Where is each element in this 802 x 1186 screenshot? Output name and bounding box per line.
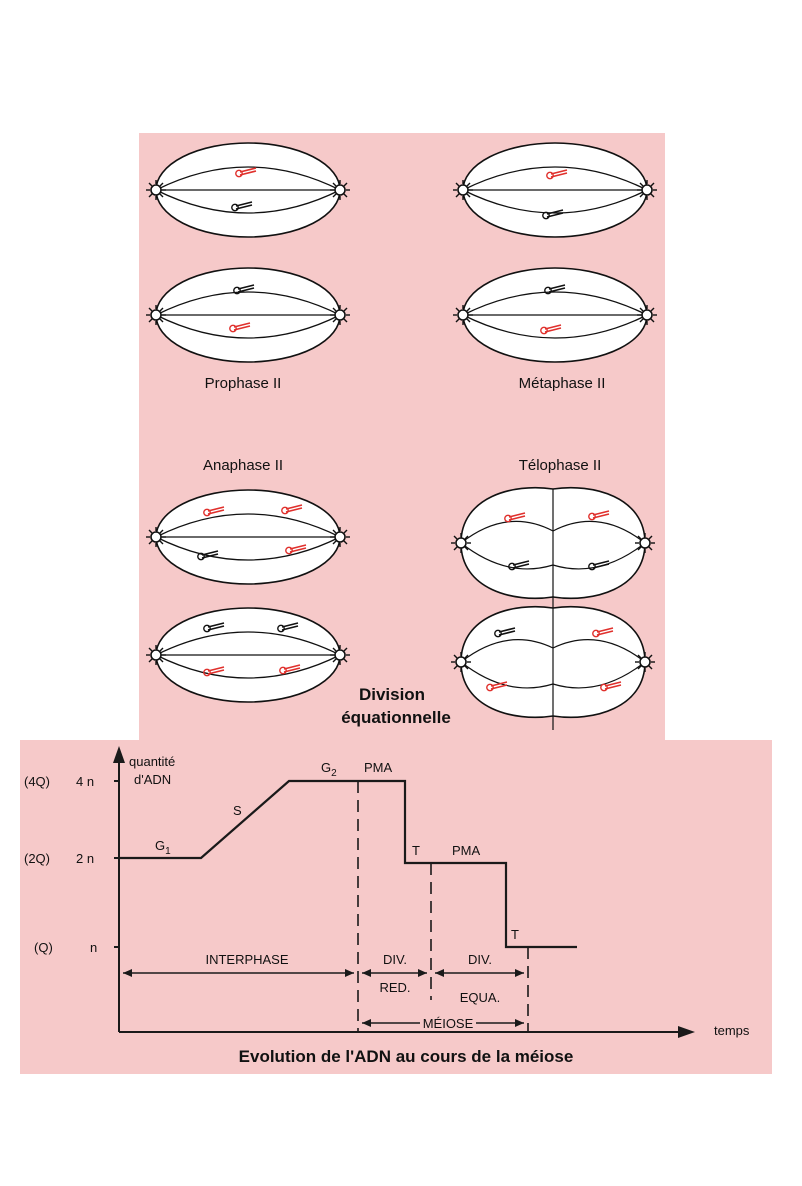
tick-2n: 2 n (76, 851, 94, 866)
phase-g2: G2 (321, 760, 337, 779)
division-title-bg (345, 682, 445, 732)
dna-graph-panel (20, 740, 772, 1074)
phase-g1: G1 (155, 838, 171, 857)
div-equa-label-top: DIV. (468, 952, 492, 967)
meiose-span-right-arrow (515, 1019, 524, 1027)
div-red-label-top: DIV. (383, 952, 407, 967)
y-axis-label-line1: quantité (129, 754, 175, 769)
phase-t-1: T (412, 843, 420, 858)
phase-s: S (233, 803, 242, 818)
telophase-cell-2 (450, 596, 656, 730)
division-title-line2: équationnelle (341, 708, 451, 727)
tick-2q: (2Q) (24, 851, 50, 866)
meiose-span-left-arrow (362, 1019, 371, 1027)
x-axis-label: temps (714, 1023, 750, 1038)
dna-curve (119, 779, 577, 949)
div-equa-label-bottom: EQUA. (460, 990, 500, 1005)
x-axis-arrow (678, 1026, 695, 1038)
y-axis-label-line2: d'ADN (134, 772, 171, 787)
div-red-label-bottom: RED. (379, 980, 410, 995)
y-axis-arrow (113, 746, 125, 763)
meiosis-ii-diagram: Prophase II Métaphase II Anaphase II Tél… (0, 0, 802, 732)
anaphase-label: Anaphase II (203, 457, 283, 474)
phase-t-2: T (511, 927, 519, 942)
metaphase-label: Métaphase II (519, 375, 606, 392)
telophase-label: Télophase II (519, 457, 602, 474)
division-title-line1: Division (359, 685, 425, 704)
tick-4n: 4 n (76, 774, 94, 789)
phase-pma-1: PMA (364, 760, 393, 775)
phase-pma-2: PMA (452, 843, 481, 858)
interphase-label: INTERPHASE (205, 952, 288, 967)
meiose-label: MÉIOSE (423, 1016, 474, 1031)
graph-title: Evolution de l'ADN au cours de la méiose (239, 1047, 574, 1066)
tick-4q: (4Q) (24, 774, 50, 789)
tick-q: (Q) (34, 940, 53, 955)
tick-n: n (90, 940, 97, 955)
prophase-label: Prophase II (205, 375, 282, 392)
